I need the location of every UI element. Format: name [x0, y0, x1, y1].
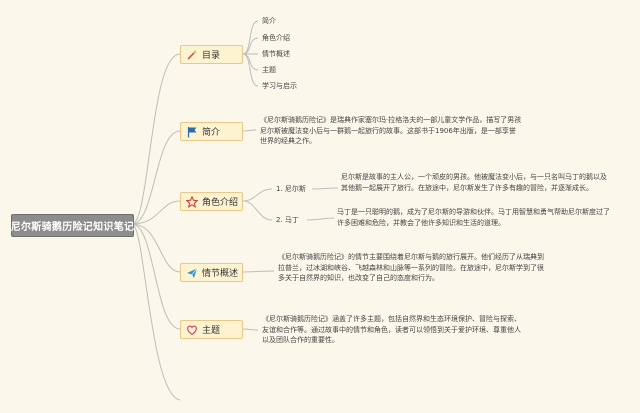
- connector-root-extra: [131, 223, 181, 401]
- toc-item-theme[interactable]: 主题: [262, 66, 276, 74]
- connector-root-intro: [131, 130, 181, 225]
- toc-item-intro[interactable]: 简介: [262, 17, 276, 25]
- character-martin-label[interactable]: 2. 马丁: [276, 216, 299, 224]
- intro-text: 《尼尔斯骑鹅历险记》是瑞典作家塞尔玛·拉格洛夫的一部儿童文学作品，描写了男孩尼尔…: [260, 116, 522, 145]
- theme-text: 《尼尔斯骑鹅历险记》涵盖了许多主题，包括自然界和生态环境保护、冒险与探索、友谊和…: [262, 315, 521, 344]
- topic-characters-label: 角色介绍: [202, 198, 239, 208]
- character-nils-label[interactable]: 1. 尼尔斯: [276, 185, 306, 193]
- connector-root-theme: [131, 223, 181, 330]
- connector-char-1-desc: [311, 187, 339, 190]
- magic-wand-icon: [186, 49, 198, 61]
- topic-toc[interactable]: 目录: [180, 45, 243, 64]
- connector-toc-4: [242, 53, 259, 71]
- root-node[interactable]: 尼尔斯骑鹅历险记知识笔记: [11, 214, 134, 237]
- toc-item-learning[interactable]: 学习与启示: [262, 82, 297, 90]
- root-title: 尼尔斯骑鹅历险记知识笔记: [10, 222, 135, 233]
- toc-item-characters[interactable]: 角色介绍: [262, 34, 290, 42]
- topic-plot[interactable]: 情节概述: [180, 263, 243, 282]
- connector-plot-text: [242, 270, 275, 273]
- paper-plane-icon: [186, 267, 198, 279]
- topic-characters[interactable]: 角色介绍: [180, 192, 243, 211]
- topic-toc-label: 目录: [202, 51, 221, 61]
- star-icon: [186, 195, 198, 208]
- connector-char-1: [242, 188, 273, 202]
- connector-theme-text: [242, 328, 259, 331]
- character-martin-desc: 马丁是一只聪明的鹅，成为了尼尔斯的导游和伙伴。马丁用智慧和勇气帮助尼尔斯度过了许…: [337, 208, 610, 227]
- heart-icon: [186, 324, 198, 336]
- topic-intro-label: 简介: [202, 128, 221, 138]
- plot-text: 《尼尔斯骑鹅历险记》的情节主要围绕着尼尔斯与鹅的旅行展开。他们经历了从瑞典到拉普…: [278, 253, 544, 282]
- connector-root-plot: [131, 223, 181, 273]
- connector-toc-2: [242, 37, 259, 55]
- topic-theme[interactable]: 主题: [180, 320, 243, 339]
- connector-char-2-desc: [306, 217, 335, 221]
- connector-toc-5: [242, 53, 259, 87]
- topic-plot-label: 情节概述: [202, 269, 239, 279]
- character-nils-desc: 尼尔斯是故事的主人公，一个顽皮的男孩。他被魔法变小后，与一只名叫马丁的鹅以及其他…: [341, 173, 607, 192]
- toc-item-plot[interactable]: 情节概述: [262, 50, 290, 58]
- connector-intro-text: [242, 129, 257, 132]
- topic-theme-label: 主题: [202, 326, 221, 336]
- connector-root-characters: [131, 200, 181, 225]
- topic-intro[interactable]: 简介: [180, 122, 243, 141]
- connector-char-2: [242, 200, 273, 221]
- connector-root-toc: [131, 53, 181, 225]
- connector-toc-1: [242, 20, 259, 55]
- flag-icon: [186, 126, 198, 138]
